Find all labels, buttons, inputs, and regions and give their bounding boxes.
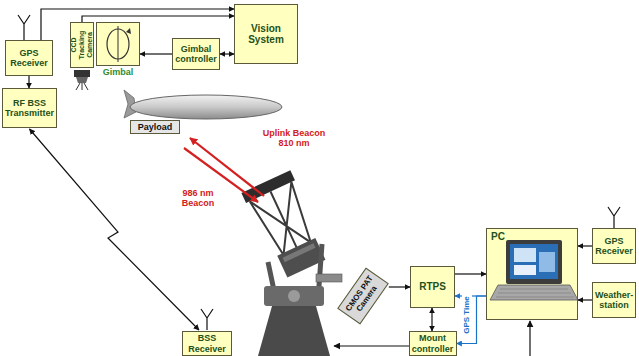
telescope (283, 243, 316, 262)
laptop-icon (506, 240, 562, 284)
laptop-icon (514, 265, 536, 275)
beacon-label: Uplink Beacon 810 nm (258, 128, 330, 149)
node-text: Gimbal (103, 67, 134, 77)
node-text: CMOS PAT Camera (343, 273, 383, 320)
telescope (258, 306, 330, 356)
laptop-icon (490, 240, 578, 300)
node-text: Vision System (237, 23, 295, 46)
transmitter-box: RF BSS Transmitter (2, 88, 57, 128)
pc-panel (486, 228, 578, 320)
node-text: GPS Receiver (595, 236, 633, 257)
controller-box: Gimbal controller (172, 38, 220, 70)
gimbal-icon (96, 22, 140, 66)
antenna-symbol (18, 15, 30, 40)
laptop-icon (510, 244, 558, 279)
connector (578, 299, 592, 300)
node-text: CCD Tracking Camera (70, 24, 94, 66)
airship (124, 90, 282, 119)
node-text: Gimbal controller (175, 44, 217, 65)
telescope (241, 170, 331, 280)
ccd-camera-icon (76, 83, 88, 90)
controller-box: Mount controller (409, 331, 457, 356)
computer-box: PC (486, 228, 578, 320)
receiver-box: GPS Receiver (5, 40, 53, 76)
laptop-icon (514, 248, 536, 262)
telescope (288, 290, 300, 302)
telescope (264, 286, 324, 306)
node-text: Mount controller (412, 333, 454, 354)
external-input-arrow (530, 321, 531, 356)
laptop-icon (490, 285, 578, 300)
mount-drive-arrow (334, 346, 410, 347)
ccd-camera-icon (74, 70, 90, 90)
node-text: RTPS (419, 281, 446, 293)
node-text: PC (487, 229, 509, 245)
connector (28, 76, 29, 88)
external-input-arrow (529, 321, 530, 356)
node-text: Weather-station (595, 290, 633, 311)
connector (455, 273, 486, 274)
payload-box: Payload (130, 120, 180, 134)
ccd-camera-icon (76, 77, 88, 83)
connector (389, 286, 410, 287)
telescope (241, 170, 342, 356)
laptop-icon (496, 289, 574, 297)
receiver-box: GPS Receiver (592, 228, 636, 264)
connector (431, 308, 432, 331)
gimbal-icon (126, 28, 131, 34)
connector (220, 53, 234, 54)
receiver-box: BSS Receiver (182, 331, 232, 356)
telescope (241, 170, 295, 203)
mount-drive-arrow (334, 345, 410, 346)
laptop-icon (539, 252, 555, 272)
node-text: GPS Receiver (8, 48, 50, 69)
beacon-arrow (190, 138, 264, 196)
connector (30, 129, 200, 330)
connector (140, 53, 172, 54)
connector (457, 296, 487, 344)
camera-box: CMOS PAT Camera (337, 267, 389, 324)
node-text: BSS Receiver (185, 333, 229, 354)
node-text: RF BSS Transmitter (5, 98, 54, 119)
camera-box: CCD Tracking Camera (70, 22, 94, 68)
antenna-symbol (18, 15, 620, 330)
connector (578, 245, 592, 246)
antenna-symbol (608, 207, 620, 228)
airship (130, 95, 282, 119)
gimbal-box: Gimbal (96, 22, 140, 66)
beacon-label: 986 nm Beacon (176, 188, 220, 209)
node-text: Payload (138, 122, 173, 132)
antenna-symbol (201, 309, 213, 330)
ccd-camera-icon (74, 70, 90, 77)
weather-station-box: Weather-station (592, 282, 636, 318)
gimbal-icon (118, 26, 119, 62)
processor-box: RTPS (410, 266, 455, 308)
gimbal-icon (96, 22, 140, 66)
vision-box: Vision System (234, 4, 298, 64)
pc-panel (486, 228, 578, 320)
telescope (316, 274, 342, 282)
edge-label: GPS Time (462, 295, 472, 335)
